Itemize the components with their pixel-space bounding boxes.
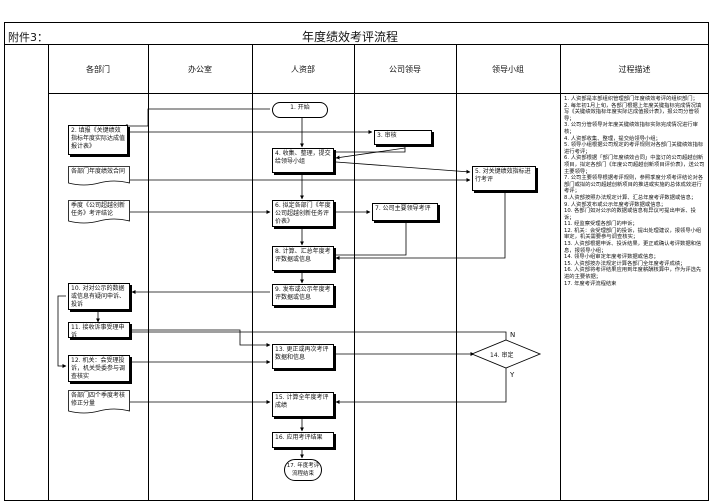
season-review-document-label: 季度《公司超越创新任务》考评结论 <box>71 202 126 217</box>
step-2-box: 2. 填报《关键绩效指标年度实际达成值报计表》 <box>68 125 128 155</box>
desc-line: 17. 年度考评流程结束 <box>564 280 617 287</box>
desc-line: 10. 各部门如对公示的数据或信息有异议可提出申诉、投诉； <box>564 208 696 221</box>
end-terminal: 17. 年度考评流程结束 <box>284 459 322 481</box>
start-terminal: 1. 开始 <box>272 102 328 118</box>
step-11-box: 11. 接收诉事受理申诉 <box>68 322 130 338</box>
lane-divider <box>456 44 457 501</box>
season-review-document: 季度《公司超越创新任务》考评结论 <box>68 200 130 226</box>
desc-line: 2. 每年初1月上旬，各部门根据上年度关键指标完成情况填写《关键绩效指标年度实际… <box>564 102 702 122</box>
decision-yes-label: Y <box>510 371 515 379</box>
lane-header-departments: 各部门 <box>86 65 110 74</box>
desc-line: 13. 人资部根据申诉、投诉结果，更正或确认考评数据和信息，报领导小组； <box>564 241 702 254</box>
header-divider <box>4 44 709 45</box>
dept-contract-document-label: 各部门年度绩效合同 <box>71 168 126 175</box>
decision-diamond <box>470 339 542 369</box>
decision-no-label: N <box>510 331 516 339</box>
desc-line: 4. 人资部收集、整理，提交给领导小组； <box>564 135 661 142</box>
step-8-box: 8. 计算、汇总年度考评数据或信息 <box>272 246 334 271</box>
page-title: 年度绩效考评流程 <box>301 30 398 44</box>
step-9-box: 9. 发布或公示年度考评数据或信息 <box>272 284 334 306</box>
lane-divider <box>354 44 355 501</box>
step-15-box: 15. 计算全年度考评成绩 <box>272 392 334 417</box>
lane-divider <box>252 44 253 501</box>
quarter-score-document: 各部门四个季度考核修正分量 <box>68 390 130 416</box>
desc-line: 7. 公司主要领导根据考评规则，参照季度分项考评结论对各部门或拟的公司超越创新项… <box>564 175 704 195</box>
lane-header-office: 办公室 <box>188 65 212 74</box>
process-description: 1. 人资部是本部组织管理部门年度绩效考评的组织部门； 2. 每年初1月上旬，各… <box>564 96 706 287</box>
desc-line: 8.人资部按照办法规定计算、汇总年度考评数据或信息； <box>564 194 697 201</box>
flowchart-frame <box>4 22 709 501</box>
attachment-label: 附件3： <box>8 31 48 44</box>
desc-line: 16. 人资部将考评结果应用到年度薪酬核算中，作为评选先进的主要依据； <box>564 267 702 281</box>
lane-header-company-leaders: 公司领导 <box>389 65 421 74</box>
dept-contract-document: 各部门年度绩效合同 <box>68 166 130 188</box>
step-7-box: 7. 公司主要领导考评 <box>372 203 438 221</box>
lane-header-hr: 人资部 <box>291 65 315 74</box>
step-12-box: 12. 机关：会受理投诉，机关受委参与调查核实 <box>68 355 130 382</box>
desc-line: 3. 公司分管领导对年度关键绩效指标实际完成情况进行审核； <box>564 122 698 135</box>
lane-header-leading-group: 领导小组 <box>492 65 524 74</box>
desc-line: 6. 人资部根据「部门年度绩效合同」中鉴订的公司超越创新项目，拟定各部门《年度公… <box>564 155 705 175</box>
step-3-box: 3. 审核 <box>374 130 432 145</box>
desc-line: 14. 领导小组审定年度考评数据或信息； <box>564 254 659 261</box>
desc-line: 15. 人资部按办法规定计算各部门全年度考评成绩； <box>564 260 686 267</box>
step-5-box: 5. 对关键绩效指标进行考评 <box>472 166 536 191</box>
desc-line: 9. 人资部发布或公示年度考评数据或信息； <box>564 201 667 208</box>
quarter-score-document-label: 各部门四个季度考核修正分量 <box>71 392 126 407</box>
lane-divider <box>560 44 561 501</box>
step-16-box: 16. 应用考评结果 <box>272 432 334 448</box>
step-4-box: 4. 收集、整理，提交给领导小组 <box>272 148 334 173</box>
step-13-box: 13. 更正或再次考评数据和信息 <box>272 344 334 369</box>
lane-header-divider <box>48 93 709 94</box>
desc-line: 11. 经监察受理各部门的申诉； <box>564 221 638 228</box>
step-14-label: 14. 审定 <box>490 352 514 359</box>
desc-line: 12. 机关：会受理部门的投诉，提出处理建议，报领导小组审定，机关需要参与调查核… <box>564 227 702 241</box>
desc-line: 1. 人资部是本部组织管理部门年度绩效考评的组织部门； <box>564 96 698 102</box>
step-6-box: 6. 拟定各部门《年度公司超越创新任务评价表》 <box>272 200 334 227</box>
lane-header-process-description: 过程描述 <box>618 65 651 74</box>
desc-line: 5. 领导小组根据公司规定的考评规则对各部门关键绩效指标进行考评； <box>564 142 704 155</box>
step-10-box: 10. 对对公示的数据或信息有疑问申诉、投诉 <box>68 283 130 310</box>
lane-divider <box>48 44 49 501</box>
lane-divider <box>148 44 149 501</box>
